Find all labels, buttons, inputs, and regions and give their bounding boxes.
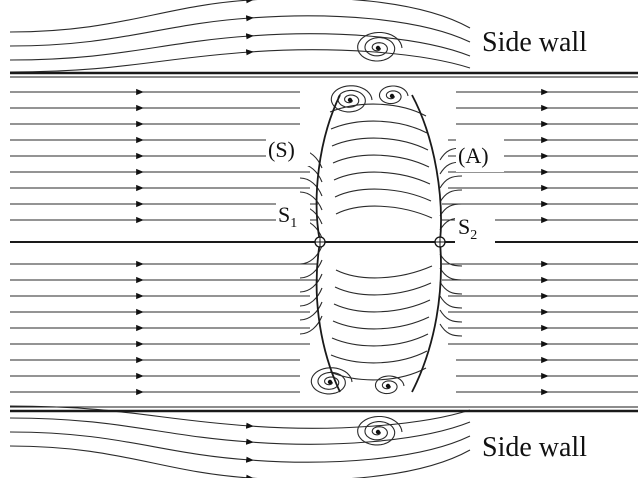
vortex-bottom-inner-left-core: [327, 379, 333, 385]
outer-streamline-top: [9, 15, 471, 47]
recirculation-line-bottom: [330, 350, 428, 364]
saddle-point-s1-label: S1: [278, 202, 297, 231]
diverging-line-a: [439, 189, 463, 203]
recirculation-line-top: [335, 205, 433, 219]
vortex-top-outer: [357, 31, 403, 62]
recirculation-line-bottom: [332, 316, 430, 330]
vortex-bottom-inner-right: [374, 375, 405, 395]
side-walls: [10, 71, 638, 413]
converging-line-s: [299, 259, 323, 279]
outer-streamline-top: [9, 0, 471, 33]
recirculation-line-bottom: [333, 299, 431, 313]
outer-streamline-bottom: [9, 445, 471, 478]
label-bg-a: [456, 138, 504, 172]
outer-streamline-bottom: [9, 417, 471, 445]
side-wall-top-label: Side wall: [482, 27, 587, 58]
label-bg-s2: [455, 210, 495, 244]
vortex-bottom-inner-left: [310, 367, 353, 395]
vortex-top-inner-right: [378, 85, 409, 105]
diverging-line-a: [439, 295, 463, 309]
converging-line-s: [299, 191, 323, 211]
diverging-line-a: [439, 281, 463, 295]
side-wall-bottom-label: Side wall: [482, 432, 587, 463]
vortex-top-inner-right-core: [389, 93, 395, 99]
label-bg-s1: [276, 198, 310, 232]
recirculation-line-top: [331, 137, 429, 151]
outer-streamline-bottom: [9, 431, 471, 463]
converging-line-s: [299, 315, 323, 335]
label-bg-wall-top: [476, 20, 616, 60]
saddle-point-s2-label-base: S: [458, 214, 470, 239]
saddle-point-s1-label-base: S: [278, 202, 290, 227]
vortex-top-outer-core: [375, 45, 381, 51]
vortex-bottom-inner-right-core: [385, 383, 391, 389]
converging-line-s: [299, 245, 323, 265]
outer-streamline-top: [9, 49, 471, 73]
recirculation-line-bottom: [334, 282, 432, 296]
saddle-point-s2-label: S2: [458, 214, 477, 243]
recirculation-line-bottom: [331, 333, 429, 347]
vortex-spirals: [310, 31, 409, 446]
vortex-bottom-outer: [357, 415, 403, 446]
vortex-bottom-outer-core: [375, 429, 381, 435]
recirculation-line-top: [329, 103, 427, 117]
attachment-line-label: (A): [458, 143, 489, 168]
saddle-point-s1-label-sub: 1: [290, 216, 297, 231]
outer-streamline-bottom: [9, 405, 471, 429]
converging-line-s: [299, 177, 323, 197]
converging-line-s: [299, 287, 323, 307]
outer-streamline-top: [9, 33, 471, 61]
label-bg-s: [266, 132, 310, 166]
converging-line-s: [299, 273, 323, 293]
recirculation-line-top: [330, 120, 428, 134]
diverging-line-a: [439, 175, 463, 189]
recirculation-line-top: [332, 154, 430, 168]
recirculation-line-bottom: [329, 367, 427, 381]
saddle-point-s2-label-sub: 2: [470, 228, 477, 243]
label-bg-wall-bottom: [476, 424, 616, 466]
diverging-line-a: [439, 309, 463, 323]
diverging-line-a: [439, 267, 463, 281]
diverging-line-a: [439, 323, 463, 337]
separation-line-label: (S): [268, 137, 295, 162]
recirculation-line-top: [334, 188, 432, 202]
recirculation-line-top: [333, 171, 431, 185]
recirculation-line-bottom: [335, 265, 433, 279]
converging-line-s: [299, 301, 323, 321]
vortex-top-inner-left-core: [347, 97, 353, 103]
